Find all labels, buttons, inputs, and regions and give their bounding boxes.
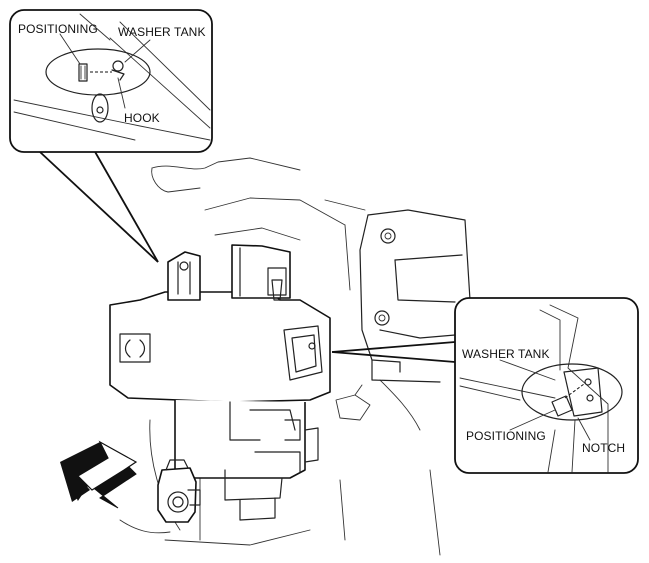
callout-top-leader <box>39 149 159 263</box>
callout-right-leader <box>331 341 456 363</box>
washer-tank <box>109 244 331 523</box>
callout-top: POSITIONING WASHER TANK HOOK <box>9 9 213 153</box>
front-direction-arrow-icon <box>60 440 138 509</box>
vehicle-body-lines <box>119 157 441 556</box>
right-washer-tank-label: WASHER TANK <box>462 347 550 361</box>
top-washer-tank-label: WASHER TANK <box>118 25 206 39</box>
top-hook-label: HOOK <box>124 111 160 125</box>
right-positioning-label: POSITIONING <box>466 429 546 443</box>
top-positioning-label: POSITIONING <box>18 22 98 36</box>
callout-right: WASHER TANK POSITIONING NOTCH <box>454 297 639 474</box>
body-bracket <box>359 209 471 383</box>
right-notch-label: NOTCH <box>582 441 625 455</box>
